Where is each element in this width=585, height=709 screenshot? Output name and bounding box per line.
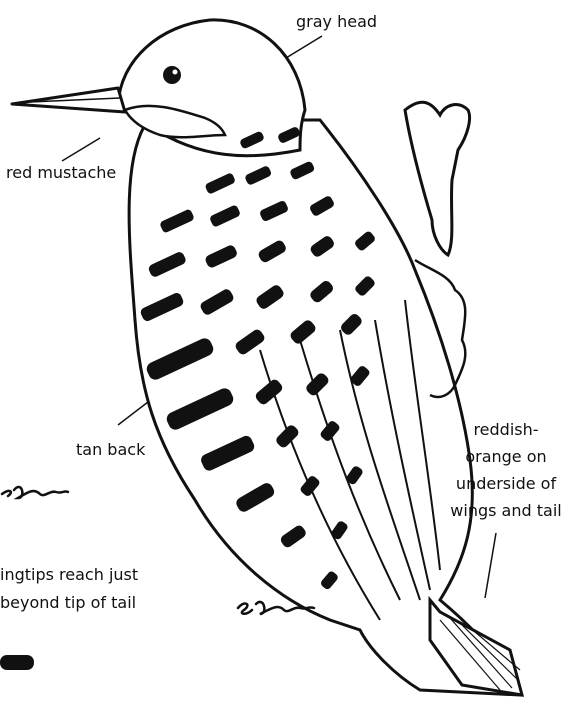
label-underside-line: wings and tail: [436, 497, 576, 524]
label-underside-line: underside of: [436, 470, 576, 497]
bird-feet: [405, 102, 470, 255]
bird-eye: [163, 66, 181, 84]
artist-signature: [2, 487, 68, 498]
label-wingtips-line2: beyond tip of tail: [0, 591, 136, 614]
label-underside-line: reddish-: [436, 416, 576, 443]
label-underside-line: orange on: [436, 443, 576, 470]
label-red-mustache: red mustache: [6, 161, 116, 184]
label-gray-head: gray head: [296, 10, 377, 33]
label-underside: reddish- orange on underside of wings an…: [436, 416, 576, 524]
label-wingtips-line1: ingtips reach just: [0, 563, 138, 586]
partial-bar-mark: [0, 655, 34, 670]
label-tan-back: tan back: [76, 438, 145, 461]
